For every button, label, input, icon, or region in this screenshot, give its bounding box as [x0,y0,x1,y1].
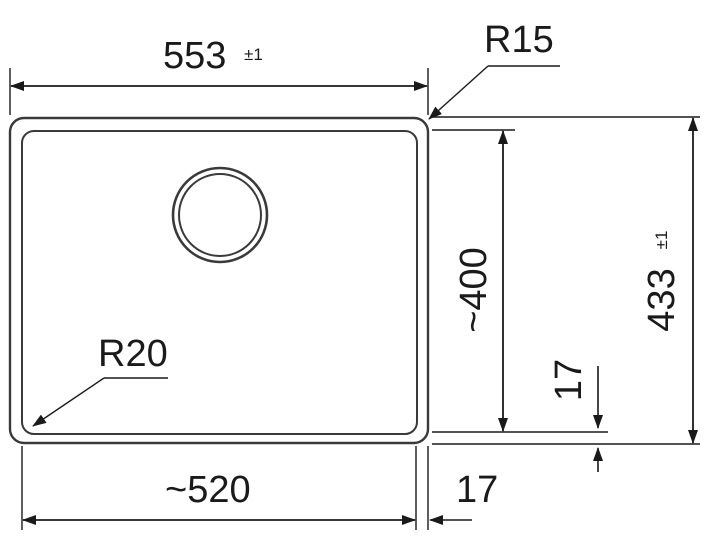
drain-inner-circle [178,173,262,257]
drain-outer-circle [171,166,269,264]
extension-lines-right [432,116,700,445]
dimension-bowl-width: ~520 [22,469,416,525]
overall-depth-tolerance: ±1 [652,231,671,250]
bowl-width-value: ~520 [165,469,251,511]
sink-bowl-edge [21,130,418,435]
drain [171,166,269,264]
sink-outline [8,116,430,445]
dimension-rim-horizontal: 17 [429,469,498,525]
overall-width-tolerance: ±1 [244,45,263,64]
rim-vertical-value: 17 [548,359,590,401]
dimension-corner-radius-outer: R15 [428,19,560,120]
leader-line [428,65,489,120]
dimension-corner-radius-inner: R20 [32,333,168,427]
dimension-overall-width: 553 ±1 [9,35,429,115]
rim-horizontal-value: 17 [456,469,498,511]
bowl-depth-value: ~400 [453,247,495,333]
dimension-overall-depth: 433 ±1 [641,117,698,444]
leader-line [32,377,105,427]
overall-width-value: 553 [163,35,226,77]
dimension-rim-vertical: 17 [548,359,603,472]
overall-depth-value: 433 [641,268,683,331]
corner-radius-outer-label: R15 [484,19,554,61]
sink-outer-rim [8,116,430,445]
corner-radius-inner-label: R20 [98,333,168,375]
dimension-bowl-depth: ~400 [453,130,508,432]
